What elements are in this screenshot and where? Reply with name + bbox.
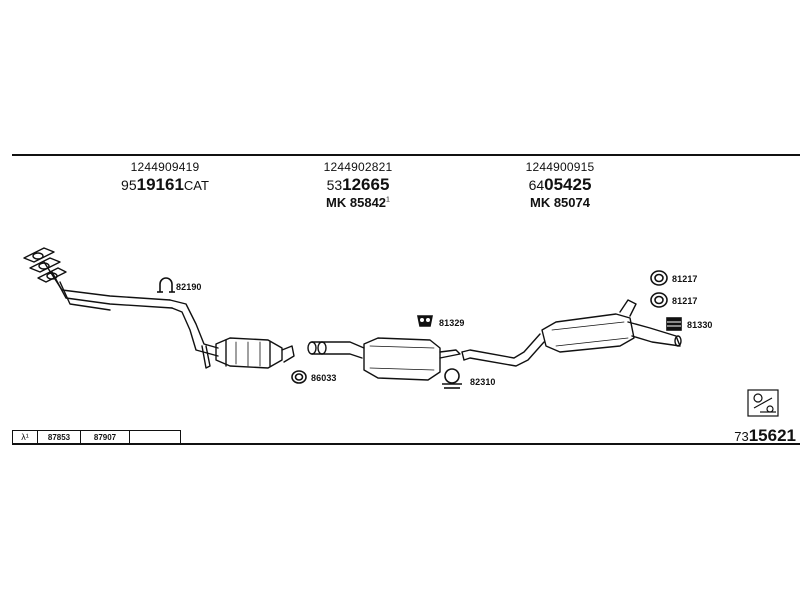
ref-86033: 86033	[311, 373, 337, 383]
kit-set-number: 7315621	[734, 426, 796, 445]
front-pipe-icon	[43, 261, 219, 369]
mk-number: MK 858421	[326, 195, 390, 211]
gasket-ring-icon	[650, 292, 668, 308]
gasket-ring-icon	[650, 270, 668, 286]
part-number: 9519161CAT	[121, 174, 209, 194]
fitting-kit-icon	[747, 389, 779, 417]
top-divider	[12, 154, 800, 156]
part-number: 6405425	[528, 174, 592, 194]
lambda-symbol: λ¹	[13, 431, 38, 444]
ref-81217-a: 81217	[672, 274, 698, 284]
rubber-mount-icon	[666, 317, 682, 331]
pipe-clamp-icon	[442, 368, 462, 389]
rear-pipe-icon	[461, 333, 545, 367]
catalytic-converter-icon	[215, 337, 295, 369]
part-number: 5312665	[326, 174, 390, 194]
ref-82310: 82310	[470, 377, 496, 387]
oe-number: 1244902821	[323, 160, 393, 174]
part-block-rear-silencer: 1244900915 6405425 MK 85074	[510, 161, 610, 210]
lambda-sensor-table: λ¹ 87853 87907	[12, 430, 181, 444]
u-clamp-icon	[159, 277, 173, 292]
bottom-divider	[12, 443, 800, 445]
gasket-ring-icon	[291, 370, 307, 384]
ref-81217-b: 81217	[672, 296, 698, 306]
part-block-middle-silencer: 1244902821 5312665 MK 858421	[308, 161, 408, 210]
middle-pipe-icon	[307, 341, 365, 359]
ref-81330: 81330	[687, 320, 713, 330]
lambda-cell	[130, 431, 180, 444]
lambda-cell: 87853	[38, 431, 81, 444]
manifold-flange-icon	[23, 247, 67, 283]
oe-number: 1244900915	[525, 160, 595, 174]
rubber-hanger-icon	[417, 315, 433, 327]
lambda-cell: 87907	[81, 431, 130, 444]
rear-silencer-icon	[541, 299, 682, 353]
mk-number: MK 85074	[530, 195, 590, 211]
middle-silencer-icon	[363, 337, 461, 381]
oe-number: 1244909419	[130, 160, 200, 174]
ref-81329: 81329	[439, 318, 465, 328]
part-block-front-pipe-cat: 1244909419 9519161CAT	[105, 161, 225, 194]
ref-82190: 82190	[176, 282, 202, 292]
